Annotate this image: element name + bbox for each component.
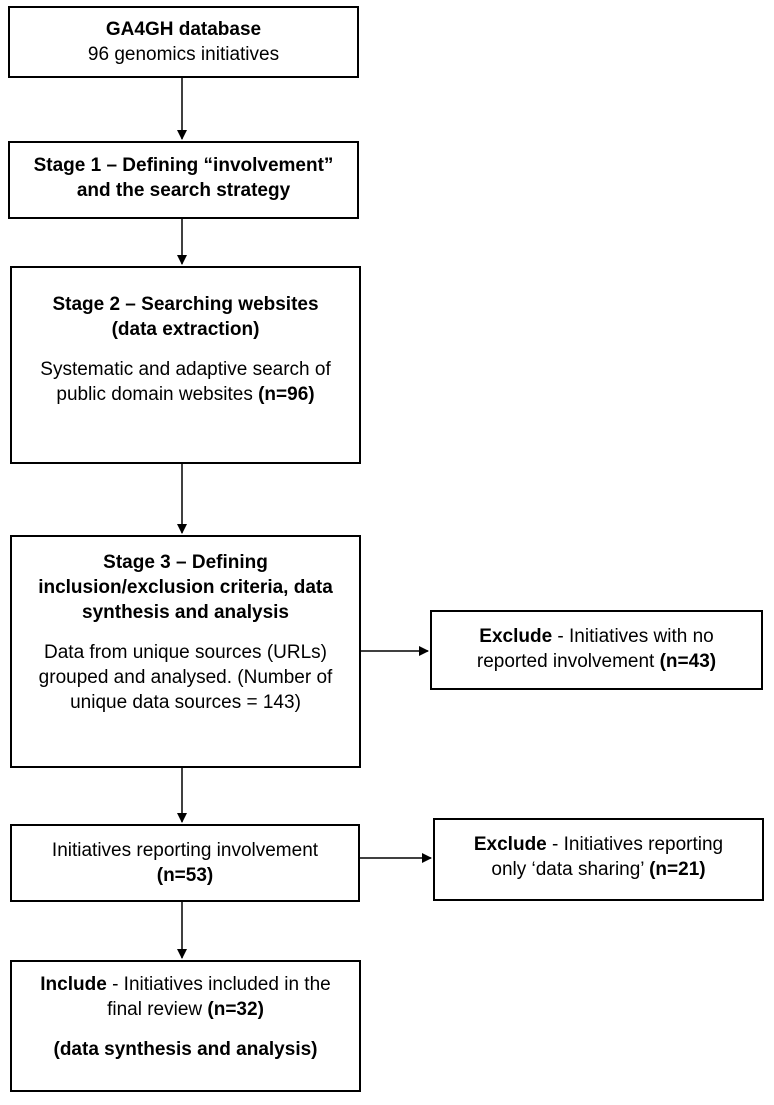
stage1-title-line1: Stage 1 – Defining “involvement” [33, 155, 334, 176]
include-label: Include [40, 974, 107, 995]
exclude2-line2: only ‘data sharing’ (n=21) [435, 857, 762, 882]
include-text-line1: - Initiatives included in the [106, 974, 331, 995]
stage2-body-line1: Systematic and adaptive search of [40, 359, 331, 380]
stage3-body-line2: grouped and analysed. (Number of [38, 667, 333, 688]
include-box: Include - Initiatives included in the fi… [10, 960, 361, 1092]
exclude1-count: (n=43) [659, 651, 717, 672]
stage3-title-line3: synthesis and analysis [82, 602, 289, 623]
database-subtitle: 96 genomics initiatives [87, 44, 280, 65]
stage2-box: Stage 2 – Searching websites (data extra… [10, 266, 361, 464]
stage3-title-line2: inclusion/exclusion criteria, data [38, 577, 333, 598]
exclude1-text-line1: - Initiatives with no [552, 626, 714, 647]
exclude1-label: Exclude [479, 626, 553, 647]
database-title: GA4GH database [105, 19, 262, 40]
exclude1-line2: reported involvement (n=43) [432, 649, 761, 674]
exclude2-text-line1: - Initiatives reporting [546, 834, 724, 855]
include-count: (n=32) [207, 999, 264, 1020]
exclude2-label: Exclude [473, 834, 547, 855]
reporting-box: Initiatives reporting involvement (n=53) [10, 824, 360, 902]
exclude2-box: Exclude - Initiatives reporting only ‘da… [433, 818, 764, 901]
exclude2-count: (n=21) [649, 859, 706, 880]
include-text-line2: final review [107, 999, 203, 1020]
reporting-count: (n=53) [156, 865, 214, 886]
exclude1-text-line2: reported involvement [476, 651, 655, 672]
stage3-title-line1: Stage 3 – Defining [103, 552, 268, 573]
exclude2-text-line2: only ‘data sharing’ [491, 859, 644, 880]
stage3-box: Stage 3 – Defining inclusion/exclusion c… [10, 535, 361, 768]
stage3-body-line1: Data from unique sources (URLs) [44, 642, 327, 663]
stage2-body-line2-text: public domain websites [56, 384, 253, 405]
stage2-body-line2: public domain websites (n=96) [12, 382, 359, 407]
exclude1-line1: Exclude - Initiatives with no [432, 624, 761, 649]
reporting-text: Initiatives reporting involvement [51, 840, 319, 861]
exclude2-line1: Exclude - Initiatives reporting [435, 832, 762, 857]
include-note: (data synthesis and analysis) [53, 1039, 318, 1060]
database-box: GA4GH database 96 genomics initiatives [8, 6, 359, 78]
stage2-title-line1: Stage 2 – Searching websites [52, 294, 319, 315]
exclude1-box: Exclude - Initiatives with no reported i… [430, 610, 763, 690]
stage1-box: Stage 1 – Defining “involvement” and the… [8, 141, 359, 219]
include-line1: Include - Initiatives included in the [12, 972, 359, 997]
include-line2: final review (n=32) [12, 997, 359, 1022]
stage2-count: (n=96) [258, 384, 315, 405]
stage2-title-line2: (data extraction) [111, 319, 260, 340]
stage1-title-line2: and the search strategy [76, 180, 291, 201]
stage3-body-line3: unique data sources = 143) [70, 692, 301, 713]
